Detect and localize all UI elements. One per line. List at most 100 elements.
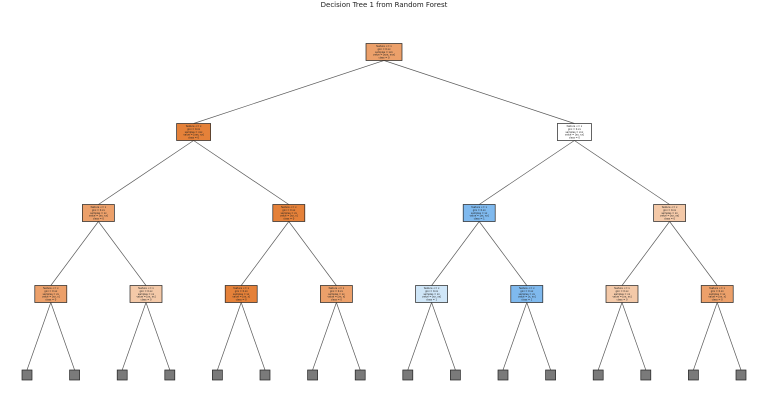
tree-node-box [129, 285, 163, 303]
tree-node-label: class = 1 [521, 299, 532, 302]
tree-node-label: class = 0 [617, 299, 628, 302]
tree-node-label: feature <= x [91, 206, 107, 209]
tree-node-label: value = [xx, x] [232, 296, 250, 299]
truncated-node-box [688, 369, 699, 381]
truncated-node [21, 369, 33, 381]
truncated-node [212, 369, 223, 381]
tree-node-box [415, 285, 448, 303]
truncated-node-box [497, 369, 509, 381]
truncated-node [497, 369, 509, 381]
tree-node-label: value = [xx, xx] [422, 296, 441, 299]
tree-node-label: samples = xx [661, 212, 678, 215]
tree-node-label: gini = 0.xx [473, 209, 487, 212]
chart-title: Decision Tree 1 from Random Forest [320, 1, 448, 9]
tree-edge [312, 302, 337, 371]
tree-edge [716, 302, 742, 371]
truncated-node-box [402, 369, 414, 381]
tree-node-label: value = [xx, x] [42, 296, 60, 299]
tree-node-label: feature <= x [281, 206, 297, 209]
tree-node-label: feature <= x [567, 125, 583, 128]
tree-node-box [653, 204, 686, 222]
truncated-node-box [735, 369, 747, 381]
tree-node-label: feature <= x [376, 45, 392, 48]
tree-edge [502, 302, 528, 371]
truncated-node-box [545, 369, 556, 381]
truncated-node [307, 369, 318, 381]
truncated-node [640, 369, 652, 381]
tree-node-label: gini = 0.xx [378, 48, 392, 51]
tree-node-label: feature <= x [614, 287, 630, 290]
tree-node-label: samples = xx [471, 212, 488, 215]
tree-node-box [82, 204, 115, 222]
tree-node-label: gini = 0.xx [663, 209, 677, 212]
tree-node-label: value = [xx, x] [328, 296, 346, 299]
tree-node-label: class = 0 [283, 218, 294, 221]
truncated-node [402, 369, 414, 381]
truncated-node-box [21, 369, 33, 381]
tree-node-box [605, 285, 639, 303]
tree-node-label: gini = 0.xx [140, 290, 154, 293]
tree-node-label: samples = xxx [185, 131, 203, 134]
tree-edge [478, 221, 528, 286]
tree-node-label: class = 0 [331, 299, 342, 302]
tree-node-box [224, 285, 258, 303]
tree-edge [479, 140, 575, 205]
tree-node-box [320, 285, 353, 303]
tree-edges [26, 60, 742, 371]
tree-node-label: value = [xx, xx] [612, 296, 631, 299]
tree-node-box [510, 285, 544, 303]
truncated-node-box [592, 369, 604, 381]
tree-node-label: value = [xx, xx] [660, 215, 679, 218]
tree-node-label: samples = xx [328, 293, 345, 296]
tree-edge [240, 221, 290, 286]
tree-node-label: class = 0 [188, 137, 199, 140]
tree-edge [383, 60, 575, 124]
tree-node-label: value = [x, xx] [518, 296, 536, 299]
tree-node-label: value = [xxx, xxx] [373, 54, 395, 57]
truncated-node [592, 369, 604, 381]
tree-edge [193, 140, 289, 205]
tree-node-label: gini = 0.xx [187, 128, 201, 131]
tree-node-label: gini = 0.xx [520, 290, 534, 293]
tree-node-label: samples = xx [138, 293, 155, 296]
truncated-node [545, 369, 556, 381]
tree-edge [574, 140, 670, 205]
tree-node-label: class = 1 [474, 218, 485, 221]
tree-edge [240, 302, 266, 371]
tree-node-label: samples = xx [614, 293, 631, 296]
tree-node-label: samples = xx [423, 293, 440, 296]
tree-node-label: gini = 0.xx [425, 290, 439, 293]
truncated-node [735, 369, 747, 381]
tree-node-label: samples = xx [281, 212, 298, 215]
tree-edge [336, 302, 361, 371]
tree-edge [145, 302, 171, 371]
tree-edge [26, 302, 52, 371]
tree-node-label: samples = xxx [375, 51, 393, 54]
truncated-node-box [259, 369, 271, 381]
tree-node-label: class = 0 [379, 57, 390, 60]
tree-edge [431, 302, 456, 371]
truncated-node-box [69, 369, 80, 381]
tree-edge [98, 221, 147, 286]
tree-node-label: feature <= x [329, 287, 345, 290]
tree-node-label: feature <= x [471, 206, 487, 209]
tree-node-box [272, 204, 306, 222]
tree-node-label: feature <= x [43, 287, 59, 290]
tree-node-label: gini = 0.xx [568, 128, 582, 131]
tree-edge [431, 221, 480, 286]
tree-edge [217, 302, 242, 371]
tree-node-label: samples = xx [90, 212, 107, 215]
tree-edge [669, 221, 718, 286]
tree-node-label: gini = 0.xx [235, 290, 249, 293]
truncated-node-box [354, 369, 366, 381]
